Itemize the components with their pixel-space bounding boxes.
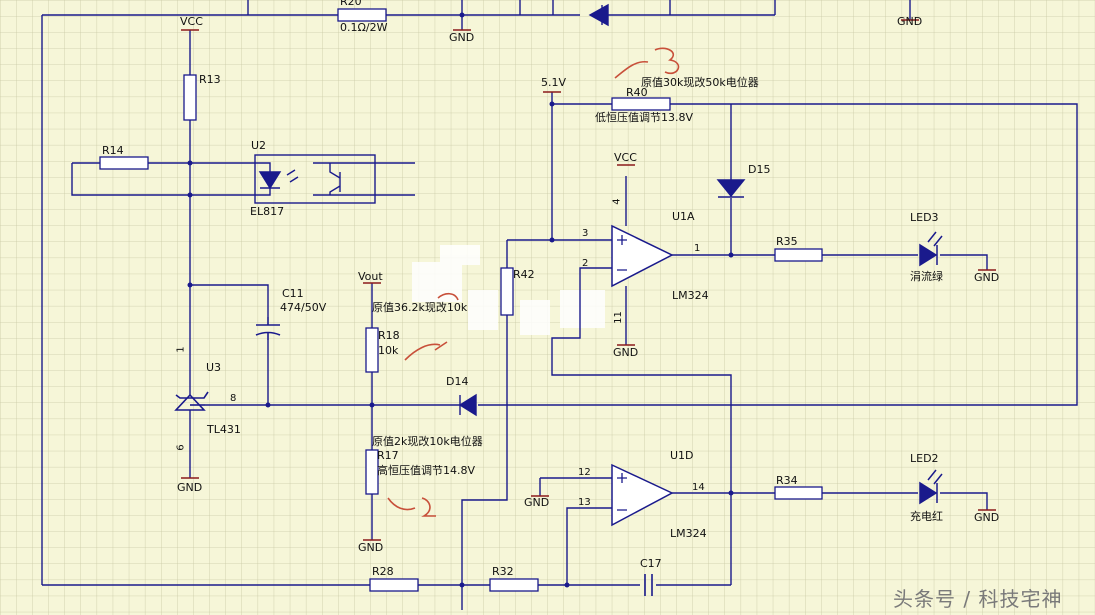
r40-note: 原值30k现改50k电位器 [641, 76, 759, 89]
u3-value: TL431 [207, 423, 241, 436]
leds [919, 231, 943, 505]
u3-pin6: 6 [175, 444, 187, 451]
led3-ref: LED3 [910, 211, 939, 224]
handwritten-marks [387, 47, 680, 517]
c11-capacitor [255, 317, 281, 340]
r42-body [500, 267, 514, 316]
r18-value: 10k [378, 344, 399, 357]
gnd-label-top: GND [449, 31, 475, 44]
r34-body [774, 486, 823, 500]
gnd-label-led2: GND [974, 511, 1000, 524]
led3-label: 涓流绿 [910, 270, 943, 283]
vcc-label-u1a: VCC [614, 151, 637, 164]
junctions [187, 12, 734, 588]
u1a-pin2: 2 [582, 258, 589, 269]
r32-ref: R32 [492, 565, 514, 578]
r40-ref: R40 [626, 86, 648, 99]
r17-body [365, 449, 379, 495]
vcc-symbols [181, 29, 635, 284]
r20-ref: R20 [340, 0, 362, 8]
gnd-label-u1d: GND [524, 496, 550, 509]
d14-ref: D14 [446, 375, 469, 388]
resistors [99, 8, 823, 592]
c11-ref: C11 [282, 287, 304, 300]
c11-value: 474/50V [280, 301, 327, 314]
u3-pin1: 1 [175, 346, 187, 353]
r18-note: 原值36.2k现改10k [372, 301, 468, 314]
u3-pin8: 8 [230, 393, 237, 404]
r40-body [611, 97, 671, 111]
r42-ref: R42 [513, 268, 535, 281]
u1a-pin4: 4 [611, 198, 623, 205]
r13-body [183, 74, 197, 121]
r32-body [489, 578, 539, 592]
r35-ref: R35 [776, 235, 798, 248]
r28-body [369, 578, 419, 592]
r13-ref: R13 [199, 73, 221, 86]
d14-body [458, 393, 477, 417]
u1a-value: LM324 [672, 289, 709, 302]
u2-optocoupler [254, 154, 376, 204]
u1d-pin13: 13 [578, 497, 591, 508]
gnd-label-u3: GND [177, 481, 203, 494]
gnd-label-top-right: GND [897, 15, 923, 28]
r17-note: 原值2k现改10k电位器 [372, 435, 483, 448]
u3-tl431 [174, 391, 209, 411]
u1a-ref: U1A [672, 210, 695, 223]
r18-body [365, 327, 379, 373]
r14-body [99, 156, 149, 170]
gnd-label-r17: GND [358, 541, 384, 554]
r17-adjust: 高恒压值调节14.8V [377, 464, 476, 477]
u3-ref: U3 [206, 361, 222, 374]
r20-body [337, 8, 387, 22]
led2-body [919, 481, 938, 505]
gnd-label-led3: GND [974, 271, 1000, 284]
r14-ref: R14 [102, 144, 124, 157]
r35-body [774, 248, 823, 262]
u1a-pin1: 1 [694, 243, 701, 254]
u1a-pin11: 11 [612, 311, 624, 324]
led3-body [919, 243, 938, 267]
u2-value: EL817 [250, 205, 285, 218]
gnd-symbols [181, 19, 996, 541]
r40-adjust: 低恒压值调节13.8V [595, 111, 694, 124]
u1d-pin12: 12 [578, 467, 591, 478]
u1d-pin14: 14 [692, 482, 705, 493]
u2-ref: U2 [251, 139, 267, 152]
vcc-label-top: VCC [180, 15, 203, 28]
u1a-body [611, 224, 674, 288]
r18-ref: R18 [378, 329, 400, 342]
diodes [458, 3, 746, 417]
d15-body [716, 179, 746, 198]
r20-value: 0.1Ω/2W [340, 21, 388, 34]
gnd-label-u1a: GND [613, 346, 639, 359]
watermark: 头条号 / 科技宅神 [893, 587, 1063, 611]
d15-ref: D15 [748, 163, 771, 176]
led2-label: 充电红 [910, 510, 943, 523]
vout-label: Vout [358, 270, 383, 283]
c17-ref: C17 [640, 557, 662, 570]
u1a-pin3: 3 [582, 228, 589, 239]
v51-label: 5.1V [541, 76, 567, 89]
led2-ref: LED2 [910, 452, 939, 465]
r28-ref: R28 [372, 565, 394, 578]
u1d-ref: U1D [670, 449, 694, 462]
erased-patches [412, 245, 605, 335]
r17-ref: R17 [377, 449, 399, 462]
u1d-value: LM324 [670, 527, 707, 540]
top-diode [588, 3, 609, 27]
c17-capacitor [644, 574, 653, 596]
r34-ref: R34 [776, 474, 798, 487]
wires [41, 0, 1078, 610]
